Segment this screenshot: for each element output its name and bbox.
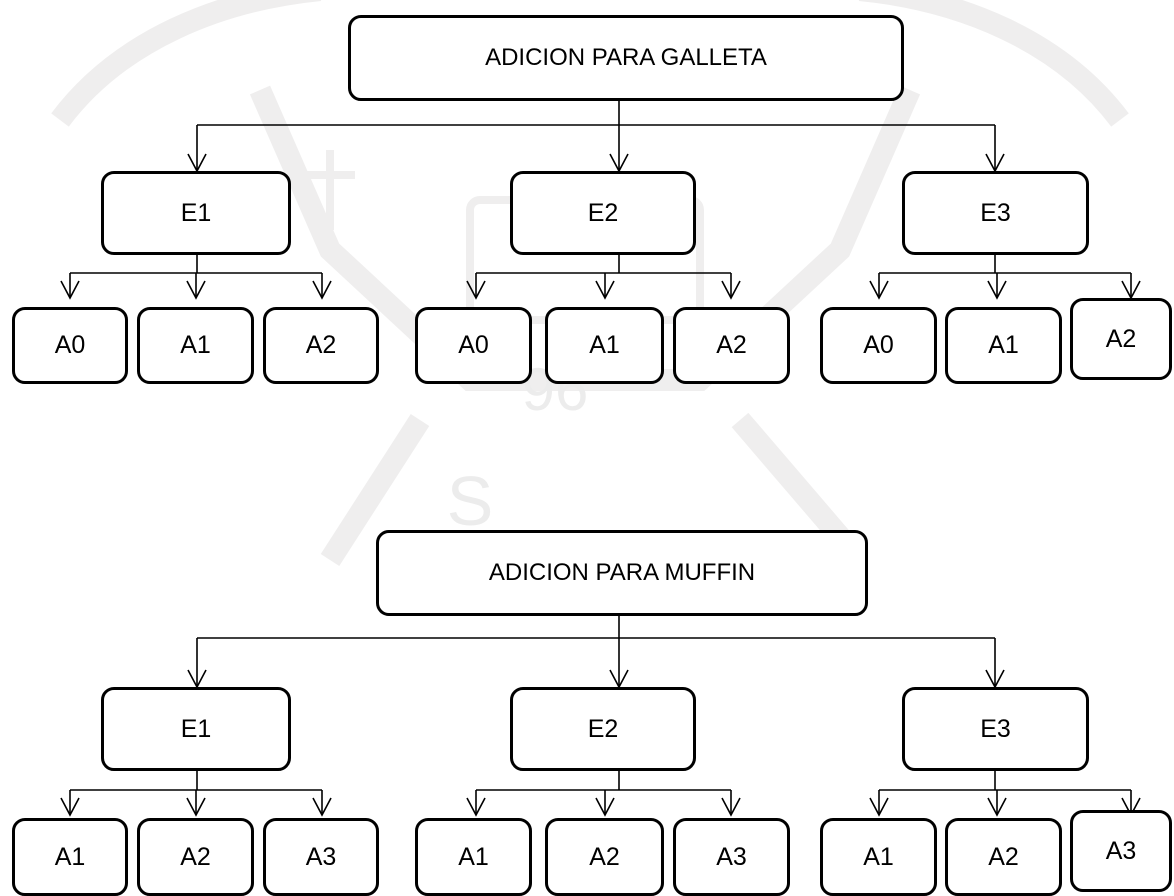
watermark-letter: S	[447, 462, 494, 540]
leaf-node: A3	[673, 818, 790, 896]
leaf-node: A2	[545, 818, 664, 896]
arrow-head-icon	[466, 280, 486, 300]
leaf-node: A2	[137, 818, 254, 896]
leaf-node: A3	[263, 818, 379, 896]
group-node: E1	[101, 687, 291, 771]
arrow-head-icon	[721, 797, 741, 817]
arrow-head-icon	[869, 280, 889, 300]
arrow-head-icon	[721, 280, 741, 300]
group-node: E3	[902, 171, 1089, 255]
leaf-node: A1	[137, 307, 254, 384]
watermark-sword-left	[320, 414, 430, 566]
leaf-node: A1	[820, 818, 937, 896]
group-node: E2	[510, 171, 696, 255]
arrow-head-icon	[312, 797, 332, 817]
arrow-head-icon	[595, 797, 615, 817]
leaf-node: A3	[1070, 810, 1172, 892]
arrow-head-icon	[312, 280, 332, 300]
leaf-node: A2	[673, 307, 790, 384]
arrow-head-icon	[186, 797, 206, 817]
arrow-head-icon	[60, 797, 80, 817]
arrow-head-icon	[987, 797, 1007, 817]
arrow-head-icon	[595, 280, 615, 300]
watermark-arc-left	[51, 0, 322, 127]
group-node: E3	[902, 687, 1089, 771]
group-node: E2	[510, 687, 696, 771]
watermark-arc-right	[858, 0, 1129, 127]
leaf-node: A1	[415, 818, 532, 896]
leaf-node: A1	[545, 307, 664, 384]
arrow-head-icon	[466, 797, 486, 817]
leaf-node: A2	[1070, 298, 1172, 380]
arrow-head-icon	[186, 280, 206, 300]
arrow-head-icon	[869, 797, 889, 817]
root-node: ADICION PARA GALLETA	[348, 15, 904, 101]
group-node: E1	[101, 171, 291, 255]
arrow-head-icon	[60, 280, 80, 300]
leaf-node: A1	[945, 307, 1062, 384]
watermark-cross-icon	[305, 150, 355, 230]
arrow-head-icon	[987, 280, 1007, 300]
leaf-node: A0	[415, 307, 532, 384]
leaf-node: A0	[12, 307, 128, 384]
leaf-node: A2	[263, 307, 379, 384]
root-node: ADICION PARA MUFFIN	[376, 530, 868, 616]
leaf-node: A0	[820, 307, 937, 384]
leaf-node: A1	[12, 818, 128, 896]
leaf-node: A2	[945, 818, 1062, 896]
